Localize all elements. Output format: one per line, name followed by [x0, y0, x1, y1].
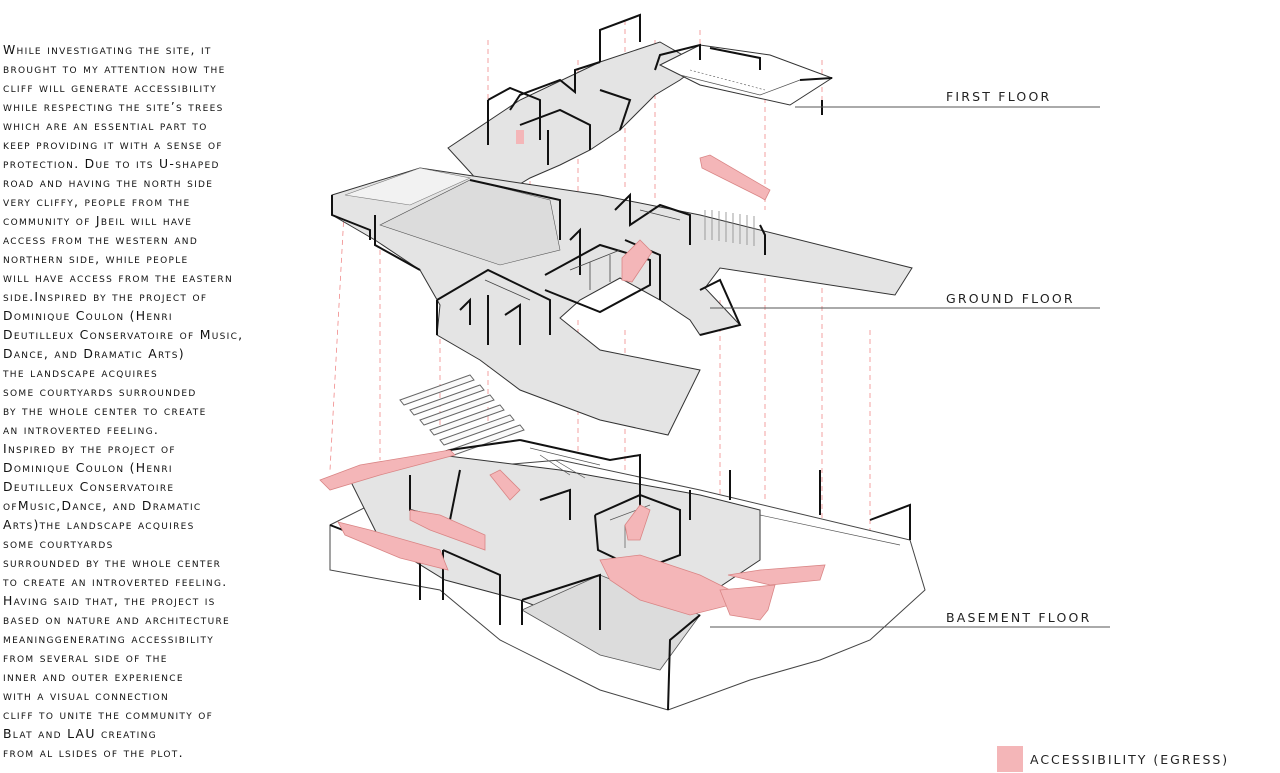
accessibility-legend-swatch: [997, 746, 1023, 772]
description-line: community of Jbeil will have: [3, 213, 193, 228]
accessibility-stair-upper: [699, 154, 771, 201]
ground-floor-courtyard: [379, 179, 561, 266]
first-floor-label: FIRST FLOOR: [946, 89, 1052, 104]
ground-floor-ramp-north: [344, 167, 471, 206]
first-floor-plan: [447, 13, 1100, 196]
description-line: meaninggenerating accessibility: [3, 631, 215, 646]
description-line: Deutilleux Conservatoire of Music,: [3, 327, 244, 342]
description-line: Arts)the landscape acquires: [3, 517, 195, 532]
first-floor-deck-rail: [689, 69, 766, 91]
description-line: ofMusic,Dance, and Dramatic: [3, 498, 202, 513]
description-line: the landscape acquires: [3, 365, 158, 380]
ground-floor-label: GROUND FLOOR: [946, 291, 1075, 306]
description-line: road and having the north side: [3, 175, 214, 190]
description-line: with a visual connection: [3, 688, 170, 703]
first-floor-deck-inner-edge: [679, 74, 801, 96]
basement-floor-label: BASEMENT FLOOR: [946, 610, 1092, 625]
description-line: Deutilleux Conservatoire: [3, 479, 175, 494]
description-line: Dominique Coulon (Henri: [3, 460, 173, 475]
description-line: northern side, while people: [3, 251, 189, 266]
ground-floor-stair: [621, 239, 653, 283]
description-line: cliff will generate accessibility: [3, 80, 218, 95]
description-line: while respecting the site’s trees: [3, 99, 224, 114]
description-line: keep providing it with a sense of: [3, 137, 223, 152]
description-line: to create an introverted feeling.: [3, 574, 228, 589]
description-line: cliff to unite the community of: [3, 707, 214, 722]
ground-floor-walls: [331, 179, 766, 345]
ground-floor-plan: [331, 167, 1100, 436]
description-line: which are an essential part to: [3, 118, 208, 133]
ground-floor-room-lines: [484, 209, 681, 301]
description-line: some courtyards surrounded: [3, 384, 197, 399]
accessibility-stairs-basement: [319, 449, 826, 621]
description-line: by the whole center to create: [3, 403, 207, 418]
description-line: some courtyards: [3, 536, 114, 551]
basement-walls: [329, 439, 911, 711]
description-line: Dominique Coulon (Henri: [3, 308, 173, 323]
description-line: from al lsides of the plot.: [3, 745, 184, 760]
ground-floor-screen: [704, 210, 755, 246]
description-line: Blat and LAU creating: [3, 726, 157, 741]
accessibility-legend-label: ACCESSIBILITY (EGRESS): [1030, 751, 1230, 767]
description-line: inner and outer experience: [3, 669, 184, 684]
description-line: side.Inspired by the project of: [3, 289, 208, 304]
description-line: access from the western and: [3, 232, 199, 247]
description-line: surrounded by the whole center: [3, 555, 222, 570]
first-floor-deck: [658, 44, 834, 106]
first-floor-stair: [516, 130, 524, 144]
description-line: from several side of the: [3, 650, 168, 665]
description-line: an introverted feeling.: [3, 422, 160, 437]
description-line: Having said that, the project is: [3, 593, 216, 608]
project-description: While investigating the site, it brought …: [3, 40, 323, 762]
legend: ACCESSIBILITY (EGRESS): [997, 746, 1229, 772]
description-line: Dance, and Dramatic Arts): [3, 346, 185, 361]
description-line: very cliffy, people from the: [3, 194, 191, 209]
description-line: based on nature and architecture: [3, 612, 231, 627]
description-line: protection. Due to its U-shaped: [3, 156, 220, 171]
description-line: brought to my attention how the: [3, 61, 226, 76]
description-line: will have access from the eastern: [3, 270, 234, 285]
basement-floor-plan: [319, 374, 1110, 711]
description-line: Inspired by the project of: [3, 441, 176, 456]
description-line: While investigating the site, it: [3, 42, 212, 57]
